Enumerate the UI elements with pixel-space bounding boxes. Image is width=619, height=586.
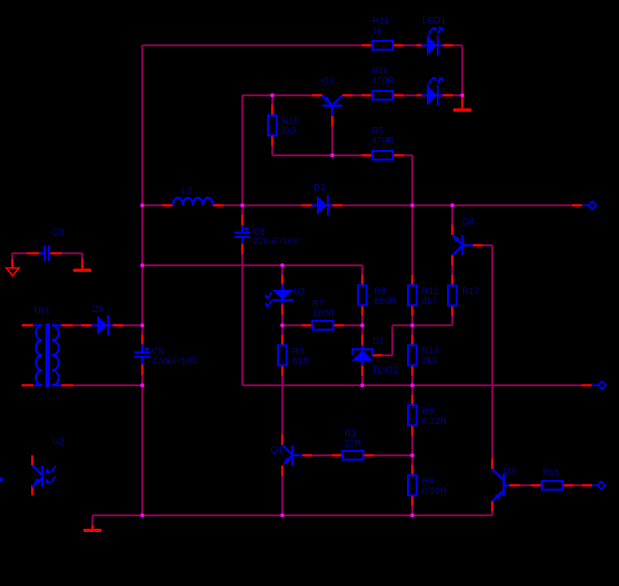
svg-text:220uF/16V: 220uF/16V bbox=[253, 236, 299, 246]
svg-text:R16: R16 bbox=[543, 467, 560, 477]
svg-text:470R: 470R bbox=[372, 135, 395, 145]
svg-text:TR1: TR1 bbox=[33, 306, 51, 316]
svg-text:D2: D2 bbox=[314, 183, 326, 193]
svg-text:1k: 1k bbox=[373, 25, 383, 35]
svg-text:L2: L2 bbox=[182, 185, 193, 195]
svg-text:R8: R8 bbox=[374, 286, 386, 296]
svg-text:R6: R6 bbox=[422, 406, 434, 416]
svg-text:Q2: Q2 bbox=[322, 76, 335, 86]
svg-text:R4: R4 bbox=[422, 476, 434, 486]
svg-text:2k2: 2k2 bbox=[282, 125, 297, 135]
svg-text:R11: R11 bbox=[373, 15, 390, 25]
svg-text:100R: 100R bbox=[312, 308, 335, 318]
svg-text:U2: U2 bbox=[293, 286, 305, 296]
svg-text:R12: R12 bbox=[422, 286, 439, 296]
svg-text:D5: D5 bbox=[92, 304, 104, 314]
svg-text:R17: R17 bbox=[462, 286, 479, 296]
svg-text:TL431: TL431 bbox=[372, 365, 399, 375]
svg-text:R10: R10 bbox=[372, 65, 389, 75]
svg-text:22R: 22R bbox=[344, 439, 362, 449]
svg-text:R3: R3 bbox=[344, 429, 356, 439]
svg-text:U2: U2 bbox=[52, 437, 64, 447]
svg-text:C5: C5 bbox=[152, 346, 164, 356]
svg-text:0.22R: 0.22R bbox=[422, 416, 448, 426]
svg-text:51R: 51R bbox=[292, 357, 310, 367]
svg-text:C6: C6 bbox=[253, 227, 265, 237]
svg-text:Q4: Q4 bbox=[462, 216, 475, 226]
svg-text:Q3: Q3 bbox=[503, 466, 516, 476]
svg-text:R13: R13 bbox=[422, 346, 439, 356]
svg-text:D1: D1 bbox=[373, 336, 385, 346]
svg-text:R9: R9 bbox=[292, 347, 304, 357]
svg-text:4k7: 4k7 bbox=[422, 296, 437, 306]
svg-text:0.92R: 0.92R bbox=[422, 486, 448, 496]
svg-text:R5: R5 bbox=[372, 125, 384, 135]
svg-text:Q1: Q1 bbox=[271, 445, 284, 455]
svg-text:C8: C8 bbox=[52, 227, 64, 237]
svg-text:R15: R15 bbox=[282, 115, 299, 125]
svg-text:470R: 470R bbox=[372, 75, 395, 85]
svg-text:470uF/16V: 470uF/16V bbox=[152, 356, 198, 366]
svg-text:820R: 820R bbox=[374, 296, 397, 306]
svg-text:3k3: 3k3 bbox=[422, 356, 437, 366]
svg-text:LED1: LED1 bbox=[423, 15, 447, 25]
svg-text:R7: R7 bbox=[312, 299, 324, 309]
